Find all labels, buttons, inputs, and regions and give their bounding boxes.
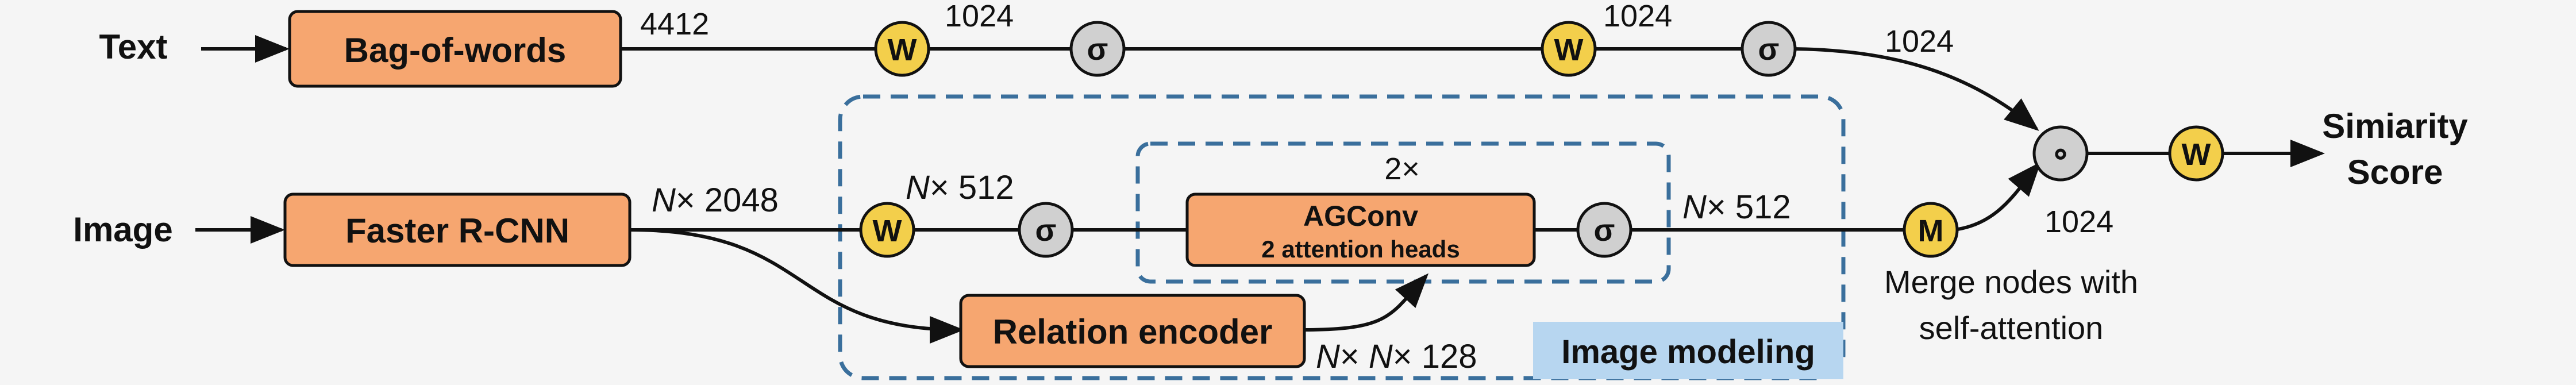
text-weight-node-1-label: W	[888, 33, 917, 67]
post-agconv-dim-rest: × 512	[1707, 188, 1791, 226]
agconv-subtitle: 2 attention heads	[1261, 236, 1460, 263]
faster-rcnn-box	[283, 192, 632, 267]
bag-of-words-box	[288, 10, 622, 88]
text-sigma-node-1	[1069, 21, 1126, 77]
image-weight-node-label: W	[873, 214, 902, 248]
relation-encoder-box	[959, 294, 1306, 368]
relation-dim-n1: N	[1316, 338, 1340, 375]
frcnn-dim-label: N× 2048	[652, 182, 779, 219]
text-weight-node-1	[874, 21, 930, 77]
text-weight-node-2-label: W	[1554, 33, 1584, 67]
merge-out-dim-label: 1024	[2044, 205, 2113, 239]
text-input-label: Text	[99, 28, 168, 66]
relation-dim-n2: N	[1369, 338, 1393, 375]
relation-encoder-label: Relation encoder	[993, 313, 1273, 351]
post-agconv-dim-n: N	[1682, 188, 1707, 226]
image-w-dim-rest: × 512	[930, 169, 1014, 206]
text-sigma-node-2	[1741, 21, 1797, 77]
output-weight-node	[2168, 125, 2224, 182]
relation-dim-x1: ×	[1340, 338, 1369, 375]
image-w-dim-n: N	[906, 169, 930, 206]
text-w2-dim-label: 1024	[1603, 0, 1672, 33]
merge-node-label: M	[1918, 214, 1944, 248]
image-sigma-node-1-label: σ	[1035, 213, 1057, 248]
text-final-dim-label: 1024	[1885, 24, 1954, 59]
frcnn-dim-rest: × 2048	[676, 182, 779, 219]
agconv-box	[1185, 192, 1536, 267]
frcnn-dim-n: N	[652, 182, 676, 219]
product-node-label: ∘	[2050, 135, 2070, 171]
image-w-dim-label: N× 512	[906, 169, 1014, 206]
output-weight-node-label: W	[2182, 137, 2211, 172]
product-node	[2032, 125, 2089, 182]
merge-node	[1903, 202, 1959, 258]
text-w1-dim-label: 1024	[945, 0, 1014, 33]
image-input-label: Image	[73, 210, 172, 249]
bag-of-words-label: Bag-of-words	[344, 31, 567, 70]
similarity-score-line2: Score	[2347, 153, 2443, 191]
image-modeling-region	[838, 94, 1846, 380]
merge-caption-line1: Merge nodes with	[1884, 264, 2138, 300]
text-sigma-node-2-label: σ	[1758, 32, 1780, 67]
image-sigma-node-2	[1576, 202, 1632, 258]
relation-dim-rest: × 128	[1393, 338, 1477, 375]
agconv-repeat-label: 2×	[1384, 152, 1420, 186]
faster-rcnn-label: Faster R-CNN	[345, 211, 569, 250]
image-sigma-node-2-label: σ	[1594, 213, 1615, 248]
bow-dim-label: 4412	[640, 7, 709, 41]
image-modeling-label: Image modeling	[1561, 333, 1815, 371]
image-weight-node	[859, 202, 915, 258]
post-agconv-dim-label: N× 512	[1682, 188, 1791, 226]
image-modeling-badge	[1533, 322, 1843, 379]
text-weight-node-2	[1541, 21, 1597, 77]
text-to-product-curve	[1786, 47, 2039, 131]
image-sigma-node-1	[1018, 202, 1074, 258]
relation-to-agconv-curve	[1303, 273, 1429, 332]
frcnn-to-relation-curve	[629, 228, 964, 344]
merge-to-product-curve	[1953, 161, 2041, 232]
text-sigma-node-1-label: σ	[1087, 32, 1108, 67]
merge-caption-line2: self-attention	[1919, 310, 2104, 346]
similarity-score-line1: Simiarity	[2322, 107, 2468, 145]
relation-dim-label: N× N× 128	[1316, 338, 1477, 375]
agconv-title: AGConv	[1303, 200, 1418, 232]
